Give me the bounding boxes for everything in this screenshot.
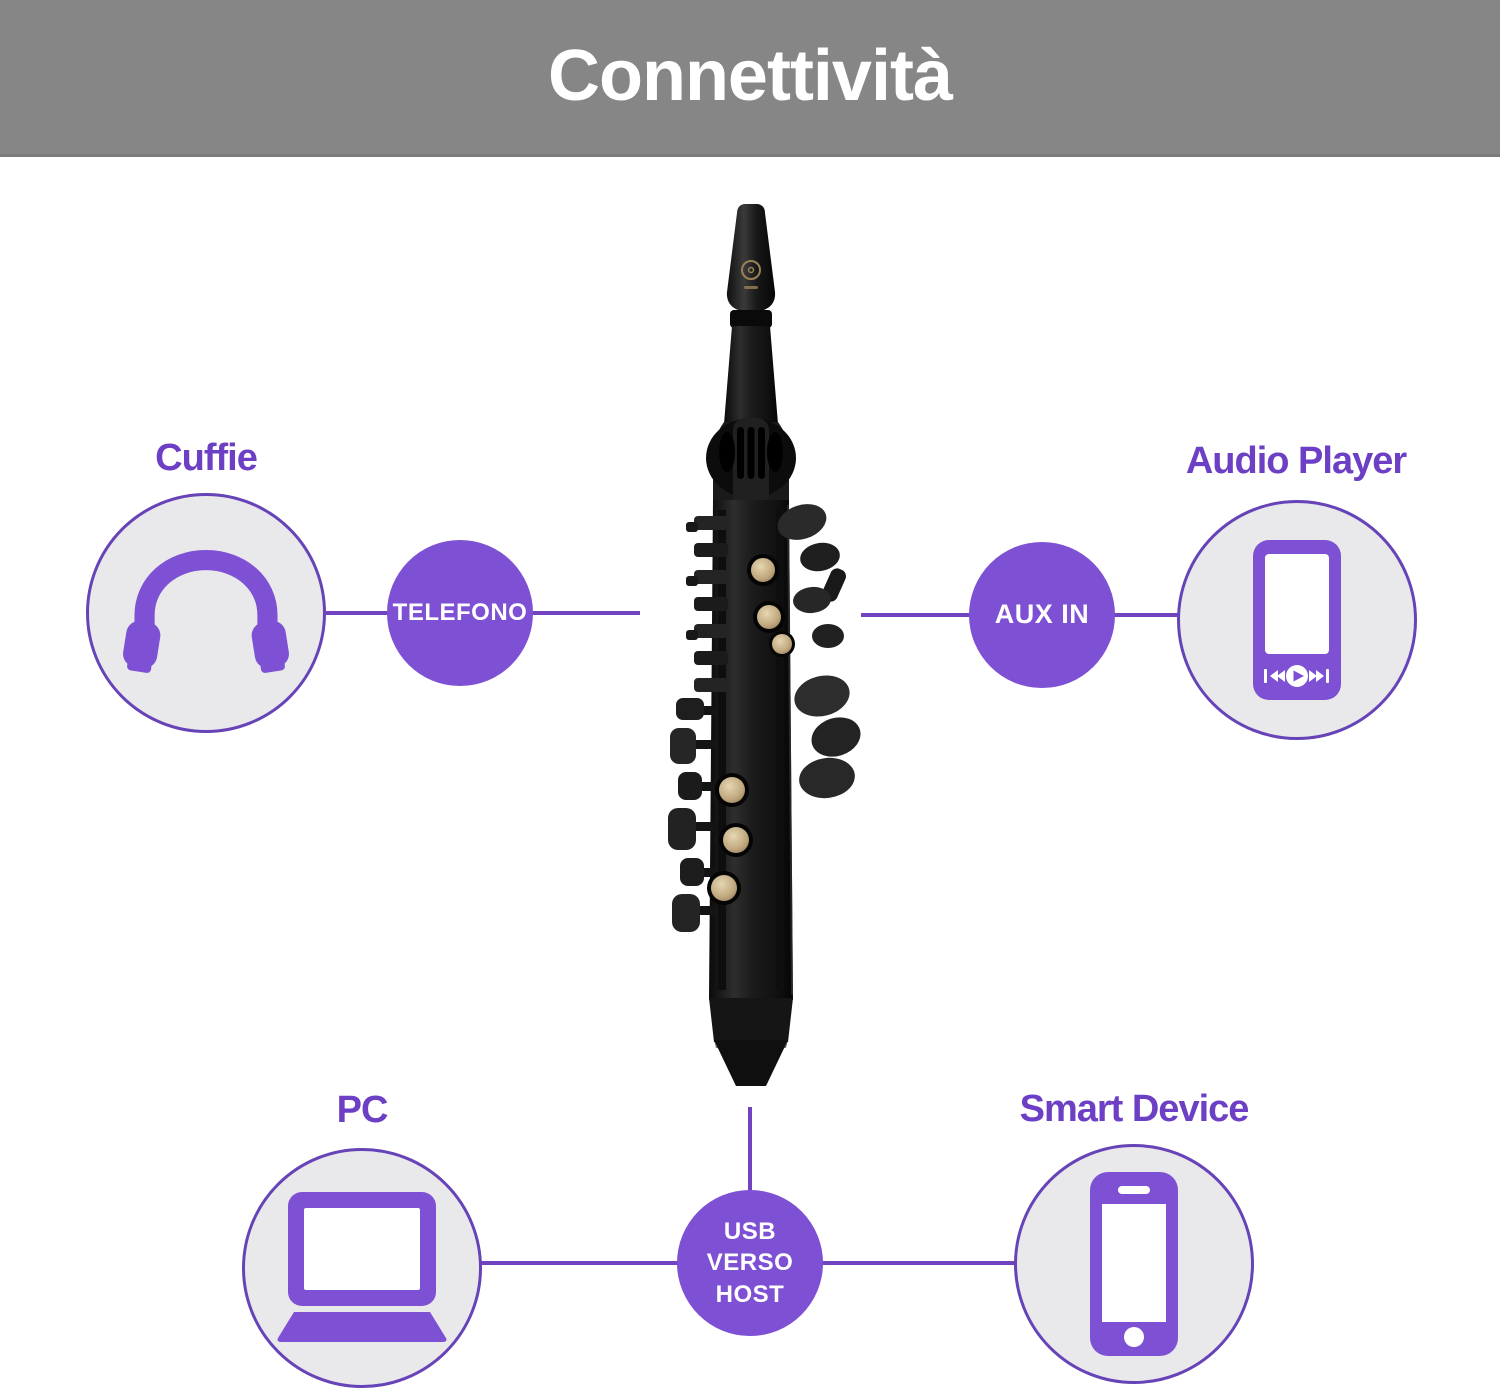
audio-player-label: Audio Player: [1185, 440, 1407, 482]
cuffie-circle: [86, 493, 326, 733]
audio-player-icon: [1253, 540, 1341, 700]
smart-device-circle: [1014, 1144, 1254, 1384]
connector-line-sax-usb: [748, 1107, 752, 1191]
laptop-icon: [277, 1192, 447, 1342]
digital-saxophone-image: [668, 204, 861, 1086]
aux-in-chip: AUX IN: [969, 542, 1115, 688]
connector-line-auxin-audioplayer: [1114, 613, 1178, 617]
page-title: Connettività: [547, 36, 953, 116]
smartphone-icon: [1090, 1172, 1178, 1356]
headphones-icon: [123, 550, 289, 673]
usb-to-host-chip: USB VERSO HOST: [677, 1190, 823, 1336]
usb-chip-line1: USB: [723, 1218, 777, 1246]
connector-line-usb-smartdevice: [822, 1261, 1016, 1265]
smart-device-label: Smart Device: [1019, 1088, 1250, 1130]
cuffie-label: Cuffie: [155, 437, 258, 479]
connector-line-pc-usb: [481, 1261, 678, 1265]
connector-line-cuffie-telefono: [326, 611, 388, 615]
usb-chip-line3: HOST: [715, 1280, 785, 1308]
telefono-chip-label: TELEFONO: [392, 599, 528, 627]
aux-in-chip-label: AUX IN: [994, 599, 1090, 630]
pc-label: PC: [336, 1089, 389, 1131]
connector-line-telefono-sax: [532, 611, 640, 615]
connector-line-sax-auxin: [861, 613, 970, 617]
telefono-chip: TELEFONO: [387, 540, 533, 686]
header-banner: Connettività: [0, 0, 1500, 157]
audio-player-circle: [1177, 500, 1417, 740]
usb-chip-line2: VERSO: [706, 1249, 794, 1277]
pc-circle: [242, 1148, 482, 1388]
